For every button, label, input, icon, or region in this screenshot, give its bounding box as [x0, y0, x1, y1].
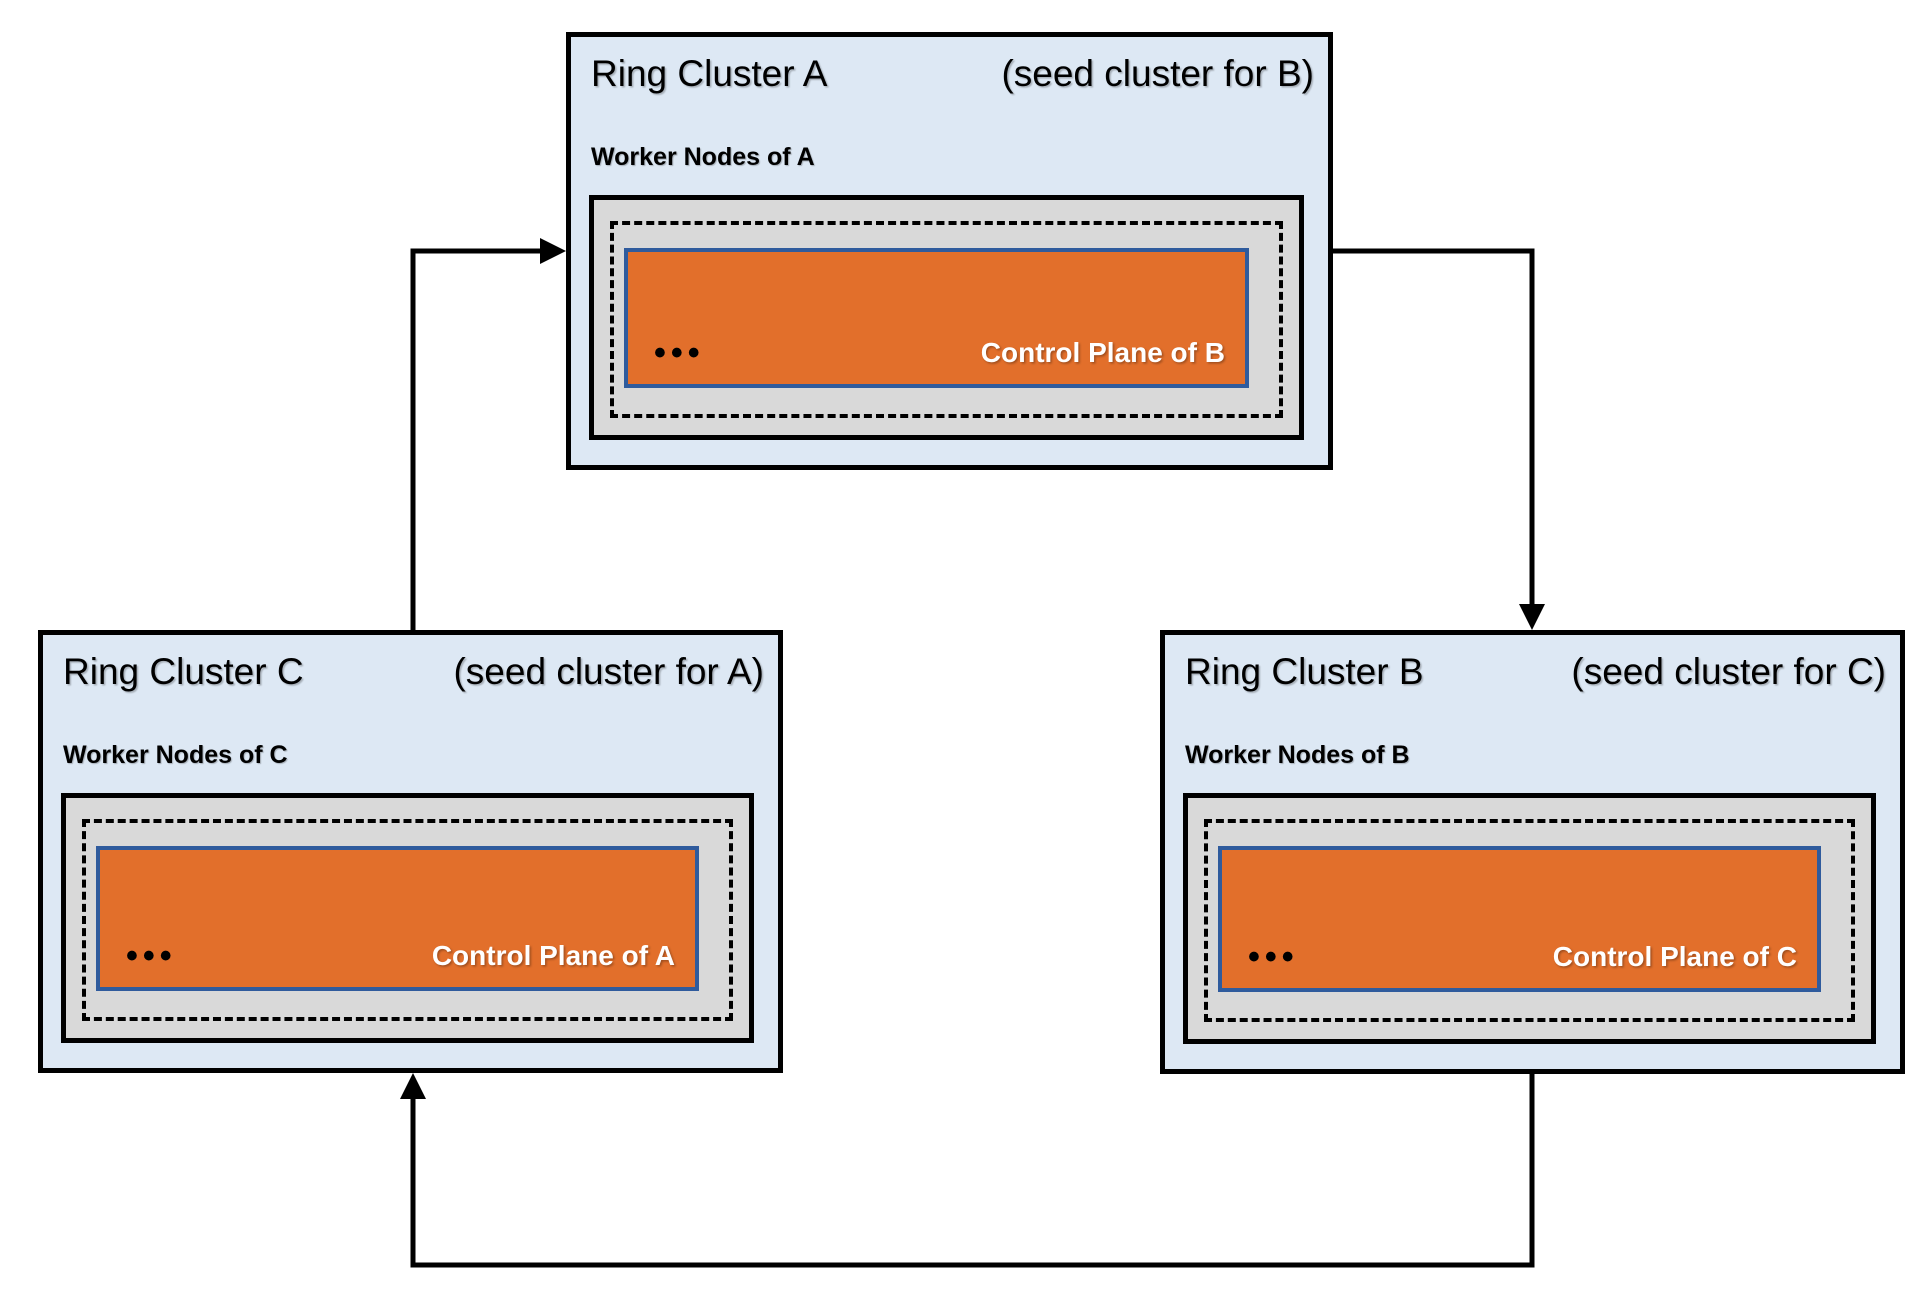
cluster-b-seed-note: (seed cluster for C): [1571, 651, 1886, 692]
ellipsis-dots: •••: [126, 937, 177, 975]
ellipsis-dots: •••: [654, 334, 705, 372]
cluster-a-worker-nodes-box: ••• Control Plane of B: [589, 195, 1304, 440]
cluster-c-dashed-boundary: [82, 819, 733, 1021]
cluster-c-control-plane-label: Control Plane of A: [431, 939, 675, 971]
cluster-c: Ring Cluster C (seed cluster for A) Work…: [38, 630, 783, 1073]
cluster-c-control-plane-row: ••• Control Plane of A: [126, 939, 675, 973]
cluster-b-title-row: Ring Cluster B (seed cluster for C): [1165, 635, 1900, 694]
arrow-a-to-b: [1333, 248, 1545, 630]
cluster-b-dashed-boundary: [1204, 819, 1855, 1022]
cluster-b: Ring Cluster B (seed cluster for C) Work…: [1160, 630, 1905, 1074]
ellipsis-dots: •••: [1248, 938, 1299, 976]
cluster-a-control-plane-box: ••• Control Plane of B: [624, 248, 1249, 388]
cluster-b-worker-nodes-box: ••• Control Plane of C: [1183, 793, 1876, 1044]
arrow-c-to-a: [410, 238, 566, 630]
cluster-c-control-plane-box: ••• Control Plane of A: [96, 846, 699, 991]
cluster-c-worker-label: Worker Nodes of C: [63, 741, 288, 769]
cluster-c-title: Ring Cluster C: [63, 651, 304, 692]
cluster-a-control-plane-row: ••• Control Plane of B: [654, 336, 1225, 370]
cluster-a-title-row: Ring Cluster A (seed cluster for B): [571, 37, 1328, 96]
cluster-a-control-plane-label: Control Plane of B: [980, 336, 1225, 368]
cluster-c-seed-note: (seed cluster for A): [453, 651, 764, 692]
cluster-a-seed-note: (seed cluster for B): [1001, 53, 1314, 94]
cluster-b-control-plane-row: ••• Control Plane of C: [1248, 940, 1797, 974]
cluster-b-control-plane-label: Control Plane of C: [1552, 940, 1797, 972]
cluster-c-title-row: Ring Cluster C (seed cluster for A): [43, 635, 778, 694]
cluster-b-control-plane-box: ••• Control Plane of C: [1218, 846, 1821, 992]
cluster-a-worker-label: Worker Nodes of A: [591, 143, 815, 171]
cluster-a-dashed-boundary: [610, 221, 1283, 418]
cluster-c-worker-nodes-box: ••• Control Plane of A: [61, 793, 754, 1043]
cluster-b-worker-label: Worker Nodes of B: [1185, 741, 1410, 769]
cluster-a-title: Ring Cluster A: [591, 53, 828, 94]
arrow-b-to-c: [400, 1073, 1535, 1268]
cluster-b-title: Ring Cluster B: [1185, 651, 1424, 692]
cluster-a: Ring Cluster A (seed cluster for B) Work…: [566, 32, 1333, 470]
